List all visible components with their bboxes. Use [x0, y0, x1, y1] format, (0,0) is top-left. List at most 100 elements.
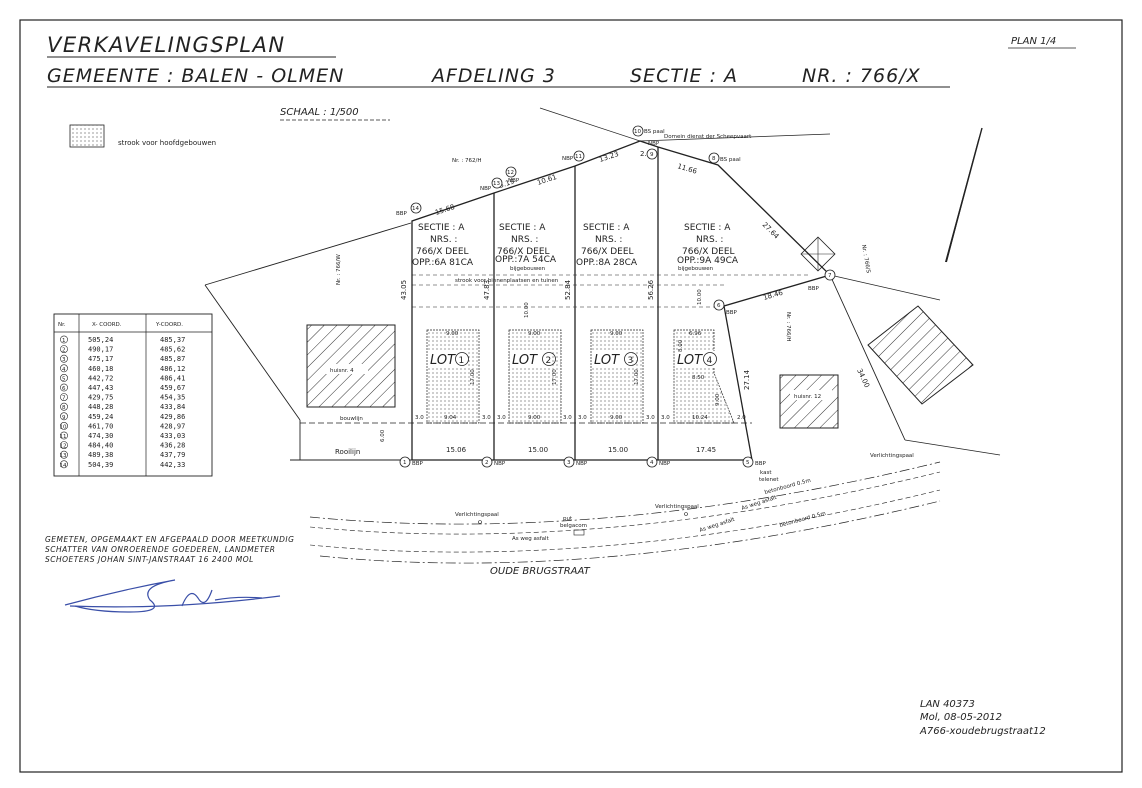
nr-766w-label: Nr. : 766/W — [336, 254, 342, 285]
as-weg-label-1: As weg asfalt — [512, 536, 550, 542]
lot-3-label: LOT 3 — [592, 351, 638, 368]
put-label: put — [563, 516, 573, 522]
strook-tuinen-label: strook voor binnenplaatsen en tuinen — [455, 278, 559, 284]
verlichtingspaal-label-1: Verlichtingspaal — [455, 512, 499, 518]
huisnr-4-label: huisnr. 4 — [330, 368, 354, 374]
svg-text:OPP.:9A 49CA: OPP.:9A 49CA — [677, 256, 739, 266]
svg-text:766/X DEEL: 766/X DEEL — [416, 247, 469, 257]
svg-text:3: 3 — [628, 356, 634, 366]
dim-depth-3: 52.84 — [564, 279, 572, 300]
svg-text:NBP: NBP — [508, 178, 520, 184]
coord-nr: 10 — [60, 424, 67, 430]
dim-bldg-front-1: 9.04 — [444, 415, 457, 421]
dim-bldg-front-3: 9.00 — [610, 415, 623, 421]
svg-text:12: 12 — [507, 170, 514, 176]
svg-text:NBP: NBP — [494, 461, 506, 467]
coord-y: 486,41 — [160, 374, 185, 382]
dim-bldg-width-4: 6.96 — [689, 331, 702, 337]
dim-rear-4: 13.23 — [598, 150, 620, 164]
dim-bldg-depth: 17.00 — [470, 369, 476, 385]
lot-4-label: LOT 4 — [675, 351, 717, 368]
coord-x: 459,24 — [88, 413, 113, 421]
dim-margin-2: 3.0 — [482, 415, 491, 421]
svg-text:NRS. :: NRS. : — [511, 235, 538, 245]
coord-nr: 6 — [62, 386, 66, 392]
dim-bldg-depth-2: 17.00 — [552, 369, 558, 385]
gemeente-label: GEMEENTE : BALEN - OLMEN — [47, 65, 344, 87]
dim-margin-6: 3.0 — [646, 415, 655, 421]
bs-paal-box — [800, 236, 836, 272]
dim-east-3: 27.14 — [743, 369, 751, 390]
coord-y: 485,62 — [160, 346, 185, 354]
svg-text:1: 1 — [459, 356, 465, 366]
dim-depth-1: 43.05 — [400, 280, 408, 300]
svg-text:2: 2 — [546, 356, 552, 366]
plan-number: PLAN 1/4 — [1011, 36, 1056, 47]
coord-header-nr: Nr. — [58, 322, 66, 328]
svg-text:NBP: NBP — [648, 141, 660, 147]
lot-1-info: SECTIE : A NRS. : 766/X DEEL OPP.:6A 81C… — [412, 223, 474, 268]
coord-nr: 3 — [62, 357, 66, 363]
svg-text:1: 1 — [403, 460, 407, 466]
coord-nr: 8 — [62, 405, 66, 411]
nr-766s-label: Nr. : 766/S — [860, 244, 871, 274]
svg-text:BBP: BBP — [412, 461, 424, 467]
svg-text:NRS. :: NRS. : — [430, 235, 457, 245]
coord-y: 433,03 — [160, 432, 185, 440]
coord-y: 485,87 — [160, 355, 185, 363]
coord-x: 484,40 — [88, 442, 113, 450]
huisnr-12-label: huisnr. 12 — [794, 394, 821, 400]
svg-text:NBP: NBP — [576, 461, 588, 467]
coord-x: 489,38 — [88, 451, 113, 459]
north-arrow-icon — [945, 127, 983, 263]
dim-margin-5: 3.0 — [578, 415, 587, 421]
dim-bldg-width-3: 9.00 — [610, 331, 623, 337]
svg-text:766/X DEEL: 766/X DEEL — [497, 247, 550, 257]
coord-y: 486,12 — [160, 365, 185, 373]
dim-bldg-width-2: 9.00 — [528, 331, 541, 337]
svg-text:2: 2 — [485, 460, 489, 466]
dim-rooilijn-gap: 6.00 — [380, 429, 386, 442]
lot-3-info: SECTIE : A NRS. : 766/X DEEL OPP.:8A 28C… — [576, 223, 638, 268]
verlichtingspaal-label-3: Verlichtingspaal — [870, 453, 914, 459]
coord-y: 454,35 — [160, 394, 185, 402]
coord-y: 428,97 — [160, 422, 185, 430]
svg-text:BBP: BBP — [808, 286, 820, 292]
dim-bldg-side: 9.00 — [715, 393, 721, 406]
dim-east-5: 10.00 — [697, 289, 703, 305]
legend-label: strook voor hoofdgebouwen — [118, 139, 216, 147]
svg-text:9: 9 — [650, 152, 654, 158]
dim-depth-4: 56.26 — [647, 279, 655, 300]
svg-text:11: 11 — [575, 154, 582, 160]
svg-text:LOT: LOT — [677, 353, 703, 368]
as-weg-label-2: As weg asfalt — [699, 517, 737, 534]
neighbour-house-4 — [306, 324, 396, 408]
dim-depth-2: 47.83 — [483, 280, 491, 300]
coord-header-x: X- COORD. — [92, 322, 122, 328]
coord-x: 505,24 — [88, 336, 113, 344]
dim-margin-7: 3.0 — [661, 415, 670, 421]
svg-text:BBP: BBP — [396, 211, 408, 217]
svg-text:NRS. :: NRS. : — [696, 235, 723, 245]
svg-text:BBP: BBP — [726, 310, 738, 316]
lot-4-info: SECTIE : A NRS. : 766/X DEEL OPP.:9A 49C… — [677, 223, 739, 266]
svg-text:BS paal: BS paal — [720, 157, 741, 163]
dim-margin-3: 3.0 — [497, 415, 506, 421]
credits-line-2: SCHATTER VAN ONROERENDE GOEDEREN, LANDME… — [45, 545, 276, 554]
coord-x: 475,17 — [88, 355, 113, 363]
coord-nr: 9 — [62, 415, 66, 421]
coord-x: 460,18 — [88, 365, 113, 373]
belgacom-label: belgacom — [560, 523, 587, 529]
dim-rear-3: 10.61 — [536, 173, 558, 187]
afdeling-label: AFDELING 3 — [430, 65, 556, 87]
svg-text:OPP.:8A 28CA: OPP.:8A 28CA — [576, 258, 638, 268]
